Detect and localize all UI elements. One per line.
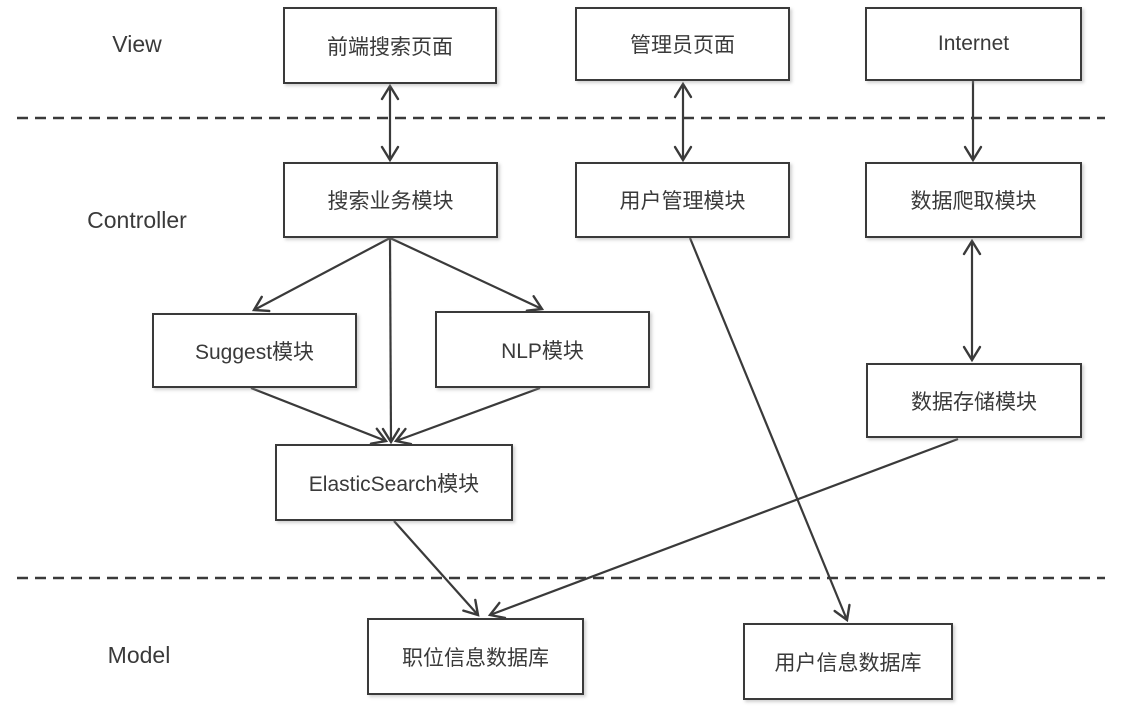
- node-user-management-module: 用户管理模块: [575, 162, 790, 238]
- edge-user-management-to-user-db: [688, 237, 851, 623]
- node-admin-page: 管理员页面: [575, 7, 790, 81]
- node-label: 数据存储模块: [911, 390, 1037, 414]
- node-user-info-database: 用户信息数据库: [743, 623, 953, 700]
- edge-search-business-to-elasticsearch: [381, 237, 401, 445]
- node-label: 管理员页面: [630, 34, 735, 57]
- node-label: NLP模块: [501, 339, 584, 363]
- node-label: 前端搜索页面: [327, 35, 453, 59]
- node-search-business-module: 搜索业务模块: [283, 162, 498, 238]
- layer-label-view: View: [112, 31, 162, 57]
- edge-suggest-to-elasticsearch: [250, 386, 389, 445]
- node-label: 搜索业务模块: [327, 190, 454, 213]
- node-elasticsearch-module: ElasticSearch模块: [275, 444, 513, 521]
- node-label: 职位信息数据库: [402, 646, 549, 670]
- node-job-info-database: 职位信息数据库: [367, 618, 584, 695]
- node-data-crawler-module: 数据爬取模块: [865, 162, 1082, 238]
- node-label: 用户管理模块: [619, 190, 746, 213]
- node-internet: Internet: [865, 7, 1082, 81]
- node-label: Internet: [937, 32, 1010, 55]
- edge-elasticsearch-to-job-db: [393, 520, 480, 617]
- node-data-storage-module: 数据存储模块: [866, 363, 1082, 438]
- node-frontend-search-page: 前端搜索页面: [283, 7, 497, 84]
- edge-data-storage-to-job-db: [487, 437, 959, 620]
- node-nlp-module: NLP模块: [435, 311, 650, 388]
- edge-search-business-to-suggest: [251, 237, 391, 313]
- layer-label-model: Model: [107, 642, 171, 668]
- node-label: 用户信息数据库: [774, 651, 922, 675]
- edge-search-business-to-nlp: [389, 237, 545, 312]
- node-label: ElasticSearch模块: [308, 472, 480, 496]
- node-label: 数据爬取模块: [910, 190, 1037, 213]
- layer-label-controller: Controller: [87, 207, 187, 233]
- node-label: Suggest模块: [194, 340, 315, 364]
- edge-nlp-to-elasticsearch: [393, 386, 541, 446]
- node-suggest-module: Suggest模块: [152, 313, 357, 388]
